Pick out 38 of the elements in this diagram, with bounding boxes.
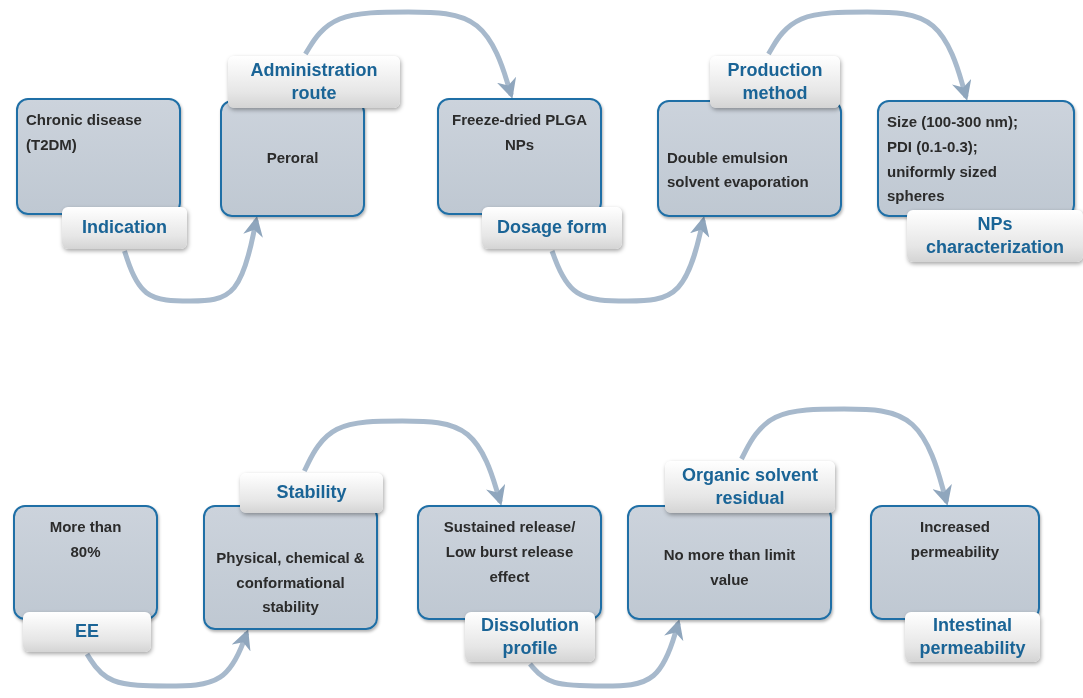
card-text: Physical, chemical & conformational stability: [215, 547, 366, 618]
label-tab: EE: [23, 612, 151, 652]
card-text: Sustained release/ Low burst release effect: [442, 517, 577, 587]
label-tab: NPs characterization: [907, 210, 1083, 262]
process-card: [203, 505, 378, 630]
process-card: [877, 100, 1075, 217]
label-tab: Dosage form: [482, 207, 622, 249]
process-card: [657, 100, 842, 217]
card-text: Chronic disease (T2DM): [26, 110, 143, 155]
process-card: [16, 98, 181, 215]
card-text: No more than limit value: [662, 545, 797, 590]
card-text: Increased permeability: [909, 517, 1001, 562]
card-text: Double emulsion solvent evaporation: [667, 147, 810, 193]
label-tab: Production method: [710, 56, 840, 108]
label-tab: Intestinal permeability: [905, 612, 1040, 662]
process-card: [437, 98, 602, 215]
process-card: [13, 505, 158, 620]
curved-arrow: [549, 216, 710, 304]
curved-arrow: [766, 9, 972, 101]
label-tab: Organic solvent residual: [665, 461, 835, 513]
label-tab: Dissolution profile: [465, 612, 595, 662]
card-text: Peroral: [266, 148, 319, 169]
process-card: [870, 505, 1040, 620]
label-tab: Stability: [240, 473, 383, 513]
process-card: [627, 505, 832, 620]
curved-arrow: [303, 9, 517, 99]
curved-arrow: [739, 406, 952, 506]
card-text: Freeze-dried PLGA NPs: [451, 110, 588, 155]
curved-arrow: [84, 629, 251, 689]
label-tab: Administration route: [228, 56, 400, 108]
curved-arrow: [302, 418, 506, 506]
curved-arrow: [122, 216, 263, 304]
process-card: [220, 100, 365, 217]
card-text: Size (100-300 nm); PDI (0.1-0.3); uniformly sized spheres: [887, 112, 1019, 207]
card-text: More than 80%: [48, 517, 123, 562]
curved-arrow: [528, 619, 684, 689]
process-card: [417, 505, 602, 620]
label-tab: Indication: [62, 207, 187, 249]
